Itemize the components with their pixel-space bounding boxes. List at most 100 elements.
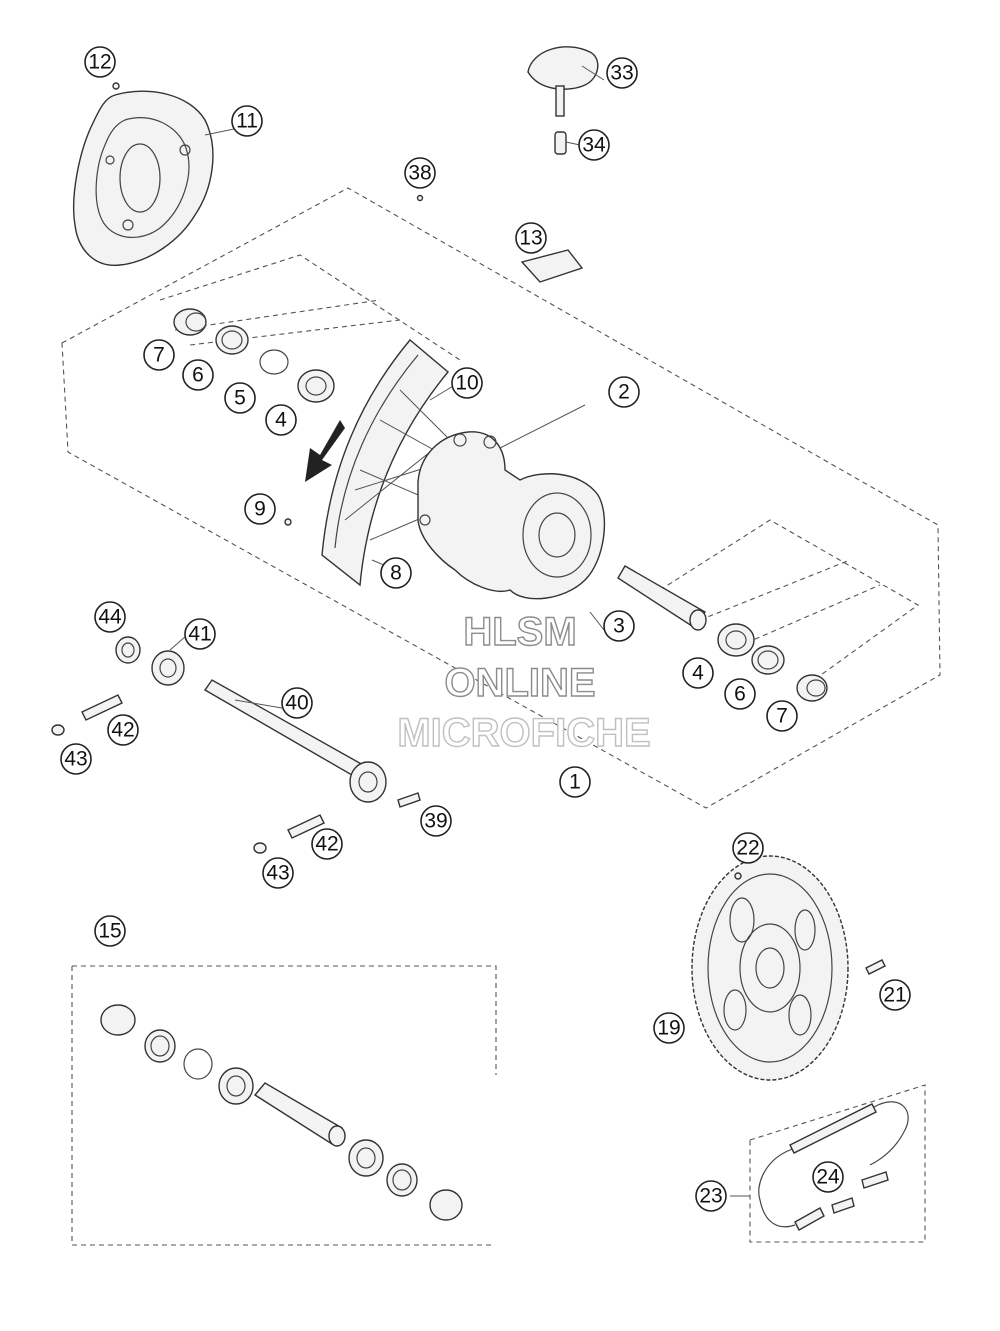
- callout-9: 9: [244, 493, 276, 525]
- svg-text:44: 44: [98, 606, 122, 629]
- distance-tube: [617, 565, 707, 631]
- axle-clamp-41: [151, 650, 185, 686]
- sprocket-nut-22: [734, 872, 742, 880]
- right-spacer: [796, 674, 828, 702]
- svg-text:7: 7: [776, 705, 788, 728]
- rear-sprocket: [691, 855, 849, 1081]
- nut-43a: [51, 724, 65, 736]
- svg-text:42: 42: [111, 719, 134, 742]
- valve-insert-part: [554, 131, 567, 155]
- brake-disc: [72, 90, 214, 266]
- callout-4-left: 4: [265, 404, 297, 436]
- chain-master-link: [831, 1171, 889, 1214]
- svg-text:43: 43: [64, 748, 87, 771]
- svg-text:7: 7: [153, 344, 165, 367]
- left-bearing: [297, 369, 335, 403]
- svg-text:4: 4: [275, 409, 287, 432]
- svg-text:13: 13: [519, 227, 542, 250]
- left-circlip: [259, 349, 289, 375]
- callout-12: 12: [84, 46, 116, 78]
- svg-text:24: 24: [816, 1166, 840, 1189]
- svg-text:9: 9: [254, 498, 266, 521]
- callout-34: 34: [578, 129, 610, 161]
- callout-6-left: 6: [182, 359, 214, 391]
- svg-text:19: 19: [657, 1017, 680, 1040]
- right-bearing: [717, 623, 755, 657]
- watermark-line-2: ONLINE: [444, 661, 595, 705]
- chain: [758, 1101, 909, 1231]
- wheel-spindle: [203, 679, 387, 803]
- svg-text:4: 4: [692, 662, 704, 685]
- svg-text:6: 6: [734, 683, 746, 706]
- callout-41: 41: [184, 618, 216, 650]
- callout-22: 22: [732, 832, 764, 864]
- callout-40: 40: [281, 687, 313, 719]
- bearing-kit-frame: [71, 965, 497, 1246]
- callout-33: 33: [606, 57, 638, 89]
- svg-text:21: 21: [883, 984, 906, 1007]
- svg-text:22: 22: [736, 837, 759, 860]
- small-screw: [416, 194, 424, 202]
- screw-39: [397, 792, 421, 808]
- callout-24: 24: [812, 1161, 844, 1193]
- left-seal: [215, 325, 249, 355]
- chain-adjuster-42b: [287, 814, 325, 839]
- rim: [321, 339, 449, 587]
- svg-text:6: 6: [192, 364, 204, 387]
- svg-text:10: 10: [455, 372, 478, 395]
- disc-screw: [112, 82, 120, 90]
- spoke-nipple: [284, 518, 292, 526]
- callout-42-top: 42: [107, 714, 139, 746]
- callout-39: 39: [420, 805, 452, 837]
- callout-23: 23: [695, 1180, 727, 1212]
- svg-text:5: 5: [234, 387, 246, 410]
- watermark-line-1: HLSM: [463, 610, 576, 654]
- valve-cap-part: [527, 46, 599, 117]
- callout-1: 1: [559, 766, 591, 798]
- watermark: HLSM ONLINE MICROFICHE: [397, 609, 652, 755]
- callout-labels: 12 11 33 34 38 13 7 6 5 4 10 2 9 8 3 4 6…: [60, 46, 911, 1212]
- callout-43-bottom: 43: [262, 857, 294, 889]
- svg-text:39: 39: [424, 810, 447, 833]
- callout-21: 21: [879, 979, 911, 1011]
- svg-text:41: 41: [188, 623, 211, 646]
- axle-nut-44: [115, 636, 141, 664]
- right-bearing-frame: [659, 519, 920, 691]
- callout-44: 44: [94, 601, 126, 633]
- right-seal: [751, 645, 785, 675]
- svg-text:15: 15: [98, 920, 121, 943]
- callout-3: 3: [603, 610, 635, 642]
- callout-8: 8: [380, 557, 412, 589]
- nut-43b: [253, 842, 267, 854]
- callout-11: 11: [231, 105, 263, 137]
- callout-2: 2: [608, 376, 640, 408]
- callout-7-right: 7: [766, 700, 798, 732]
- rim-band-part: [520, 249, 584, 283]
- watermark-line-3: MICROFICHE: [397, 711, 650, 755]
- callout-38: 38: [404, 157, 436, 189]
- svg-text:3: 3: [613, 615, 625, 638]
- svg-text:1: 1: [569, 771, 581, 794]
- svg-text:42: 42: [315, 833, 338, 856]
- bearing-kit-parts: [100, 1004, 463, 1221]
- callout-42-bottom: 42: [311, 828, 343, 860]
- svg-text:8: 8: [390, 562, 402, 585]
- callout-10: 10: [451, 367, 483, 399]
- svg-text:43: 43: [266, 862, 289, 885]
- wheel-assembly-frame: [61, 187, 941, 809]
- callout-43-top: 43: [60, 743, 92, 775]
- callout-5: 5: [224, 382, 256, 414]
- svg-text:23: 23: [699, 1185, 722, 1208]
- left-bearing-frame: [159, 254, 461, 361]
- svg-text:33: 33: [610, 62, 633, 85]
- callout-19: 19: [653, 1012, 685, 1044]
- wheel-hub: [417, 431, 606, 600]
- rotation-arrow: [305, 420, 345, 482]
- callout-13: 13: [515, 222, 547, 254]
- callout-7-left: 7: [143, 339, 175, 371]
- svg-text:38: 38: [408, 162, 431, 185]
- svg-text:12: 12: [88, 51, 111, 74]
- svg-text:40: 40: [285, 692, 308, 715]
- leader-lines: [169, 65, 750, 1197]
